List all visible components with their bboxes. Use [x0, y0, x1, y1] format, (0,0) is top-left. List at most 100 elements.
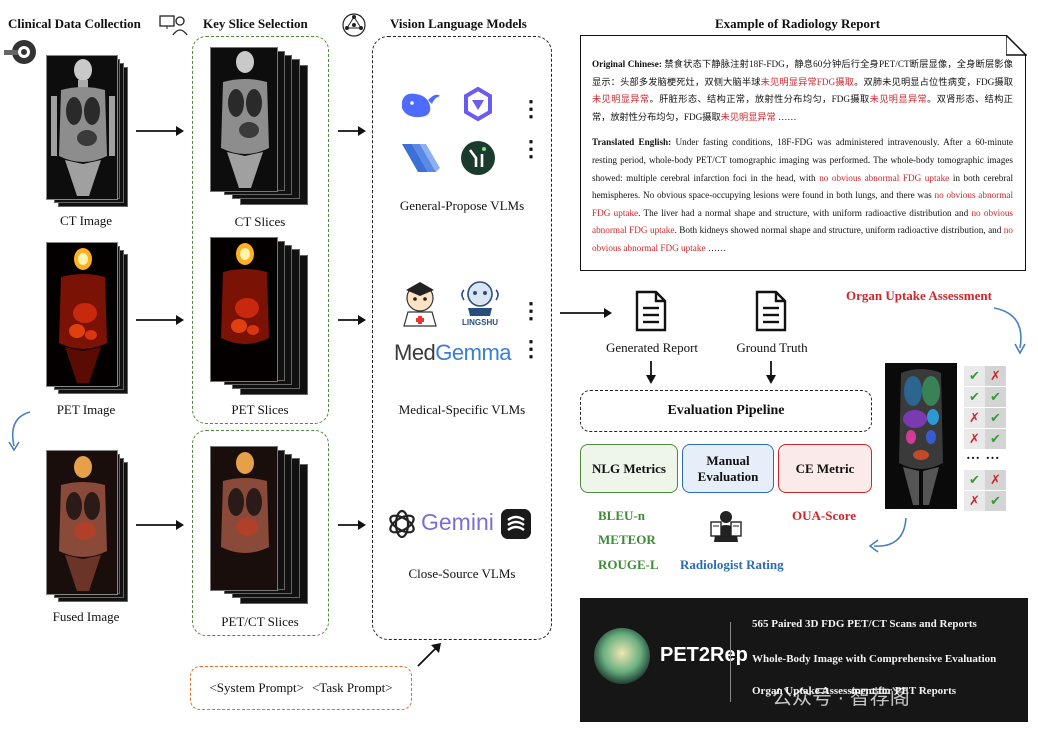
scanner-icon: [4, 38, 38, 68]
task-prompt: <Task Prompt>: [311, 680, 393, 695]
arrow-petctslices-to-vlm: [338, 520, 366, 530]
check-cell: ✔: [985, 387, 1006, 407]
key-slice-box-bottom: [192, 430, 329, 636]
arrow-petslices-to-vlm: [338, 315, 366, 325]
pet2rep-title: PET2Rep: [660, 644, 748, 666]
ce-metric-box: CE Metric: [778, 444, 872, 493]
openai-icon: [386, 508, 418, 540]
arrow-ctslices-to-vlm: [338, 126, 366, 136]
check-row: ✗✔: [964, 491, 1006, 511]
trans-text-5: ……: [705, 242, 727, 253]
check-cell: ✗: [964, 429, 985, 449]
check-cell: ✗: [964, 408, 985, 428]
deepseek-whale-icon: [398, 86, 442, 122]
radiology-report-title: Example of Radiology Report: [715, 16, 881, 31]
trans-text-4: . Both kidneys showed normal shape and s…: [674, 225, 1004, 236]
cross-mark-icon: ✗: [969, 410, 980, 426]
check-mark-icon: ✔: [969, 472, 980, 488]
check-row: ✔✔: [964, 387, 1006, 407]
pet-slices-stack: [210, 237, 310, 402]
fused-image-label: Fused Image: [52, 609, 120, 624]
check-cell: ✔: [964, 387, 985, 407]
cross-mark-icon: ✗: [969, 431, 980, 447]
check-cell: ✔: [985, 408, 1006, 428]
generated-report-label: Generated Report: [605, 340, 699, 355]
check-mark-icon: ✔: [969, 368, 980, 384]
orig-text-5: ……: [775, 111, 797, 122]
arrow-prompt-to-vlm: [417, 643, 441, 667]
radiologist-rating-label: Radiologist Rating: [680, 557, 784, 572]
trans-text-1: Under fasting conditions, 18F-FDG was ad…: [592, 137, 1013, 183]
ground-truth-document-icon: [754, 290, 788, 332]
medgemma-gemma: Gemma: [435, 340, 512, 365]
trans-text-2: in both cerebral hemispheres. No obvious…: [592, 172, 1013, 201]
radiologist-icon: [708, 508, 744, 544]
orig-text-2: 。双肺未见明显占位性病变，FDG摄取: [854, 76, 1013, 87]
check-row: ✔✗: [964, 366, 1006, 386]
vision-language-models-title: Vision Language Models: [390, 16, 527, 31]
check-cell: ✗: [985, 470, 1006, 490]
pet2rep-banner: PET2Rep 565 Paired 3D FDG PET/CT Scans a…: [580, 598, 1028, 722]
network-icon: [340, 11, 368, 39]
pet-image-stack: [46, 242, 132, 396]
ct-image-stack: [46, 55, 132, 209]
rouge-label: ROUGE-L: [598, 557, 659, 572]
pet2rep-line-2: Whole-Body Image with Comprehensive Eval…: [752, 653, 997, 665]
translated-english-paragraph: Translated English: Under fasting condit…: [592, 134, 1013, 257]
doctor-bot-icon: [398, 280, 442, 328]
orig-red-3: 未见明显异常: [869, 94, 928, 105]
check-mark-icon: ✔: [990, 389, 1001, 405]
ct-slices-label: CT Slices: [234, 214, 286, 229]
pet2rep-line-3: Organ Uptake Assessment for PET Reports: [752, 685, 957, 697]
more-general-ellipsis-1: ⋮: [520, 96, 542, 121]
lingshu-icon: [456, 278, 504, 326]
check-row: ✗✔: [964, 408, 1006, 428]
check-row: ✔✗: [964, 470, 1006, 490]
gemini-logo: Gemini: [421, 509, 494, 535]
internvl-icon: [398, 140, 442, 176]
closed-model-icon: [500, 508, 532, 540]
trans-red-3: no obvious abnormal FDG uptake: [592, 207, 1013, 236]
check-mark-icon: ✔: [969, 389, 980, 405]
prompt-box: <System Prompt> <Task Prompt>: [190, 666, 412, 710]
orig-text-3: 。肝脏形态、结构正常，放射性分布均匀，FDG摄取: [649, 94, 870, 105]
cross-mark-icon: ✗: [990, 368, 1001, 384]
check-mark-icon: ✔: [990, 431, 1001, 447]
doctor-computer-icon: [158, 13, 188, 37]
yi-icon: [460, 140, 496, 176]
arrow-pet-to-slices: [136, 315, 184, 325]
manual-evaluation-box: Manual Evaluation: [682, 444, 774, 493]
ct-slices-stack: [210, 47, 310, 212]
original-chinese-label: Original Chinese:: [592, 59, 662, 69]
pet2rep-line-1: 565 Paired 3D FDG PET/CT Scans and Repor…: [752, 618, 977, 630]
arrow-generated-down: [646, 361, 656, 384]
check-cell: ✔: [985, 429, 1006, 449]
arrow-ct-to-slices: [136, 126, 184, 136]
check-cell: ✔: [964, 366, 985, 386]
curved-arrow-icon: [6, 408, 36, 454]
generated-report-document-icon: [634, 290, 668, 332]
check-cell: ✗: [985, 366, 1006, 386]
check-cell: ✗: [964, 491, 985, 511]
pet2rep-divider: [730, 622, 731, 702]
check-mark-icon: ✔: [990, 410, 1001, 426]
manual-line-1: Manual: [706, 452, 750, 468]
nlg-metrics-box: NLG Metrics: [580, 444, 678, 493]
trans-red-4: no obvious abnormal FDG uptake: [592, 225, 1013, 253]
qwen-star-icon: [460, 86, 496, 122]
check-grid-ellipsis: … …: [966, 448, 1001, 463]
check-mark-icon: ✔: [990, 493, 1001, 509]
folded-corner-icon: [1006, 35, 1027, 56]
lingshu-label: LINGSHU: [462, 318, 498, 327]
more-medical-ellipsis-1: ⋮: [520, 298, 542, 323]
curved-arrow-to-oua: [868, 517, 907, 553]
clinical-data-collection-title: Clinical Data Collection: [8, 16, 141, 31]
medical-vlms-label: Medical-Specific VLMs: [398, 402, 526, 417]
orig-red-1: 未见明显异常FDG摄取: [760, 76, 855, 87]
oua-score-label: OUA-Score: [792, 508, 857, 523]
watermark-text: 公众号 · 智荐阁: [772, 687, 910, 709]
more-medical-ellipsis-2: ⋮: [520, 336, 542, 361]
fused-image-stack: [46, 450, 132, 604]
pet-image-label: PET Image: [56, 402, 116, 417]
arrow-fused-to-slices: [136, 520, 184, 530]
